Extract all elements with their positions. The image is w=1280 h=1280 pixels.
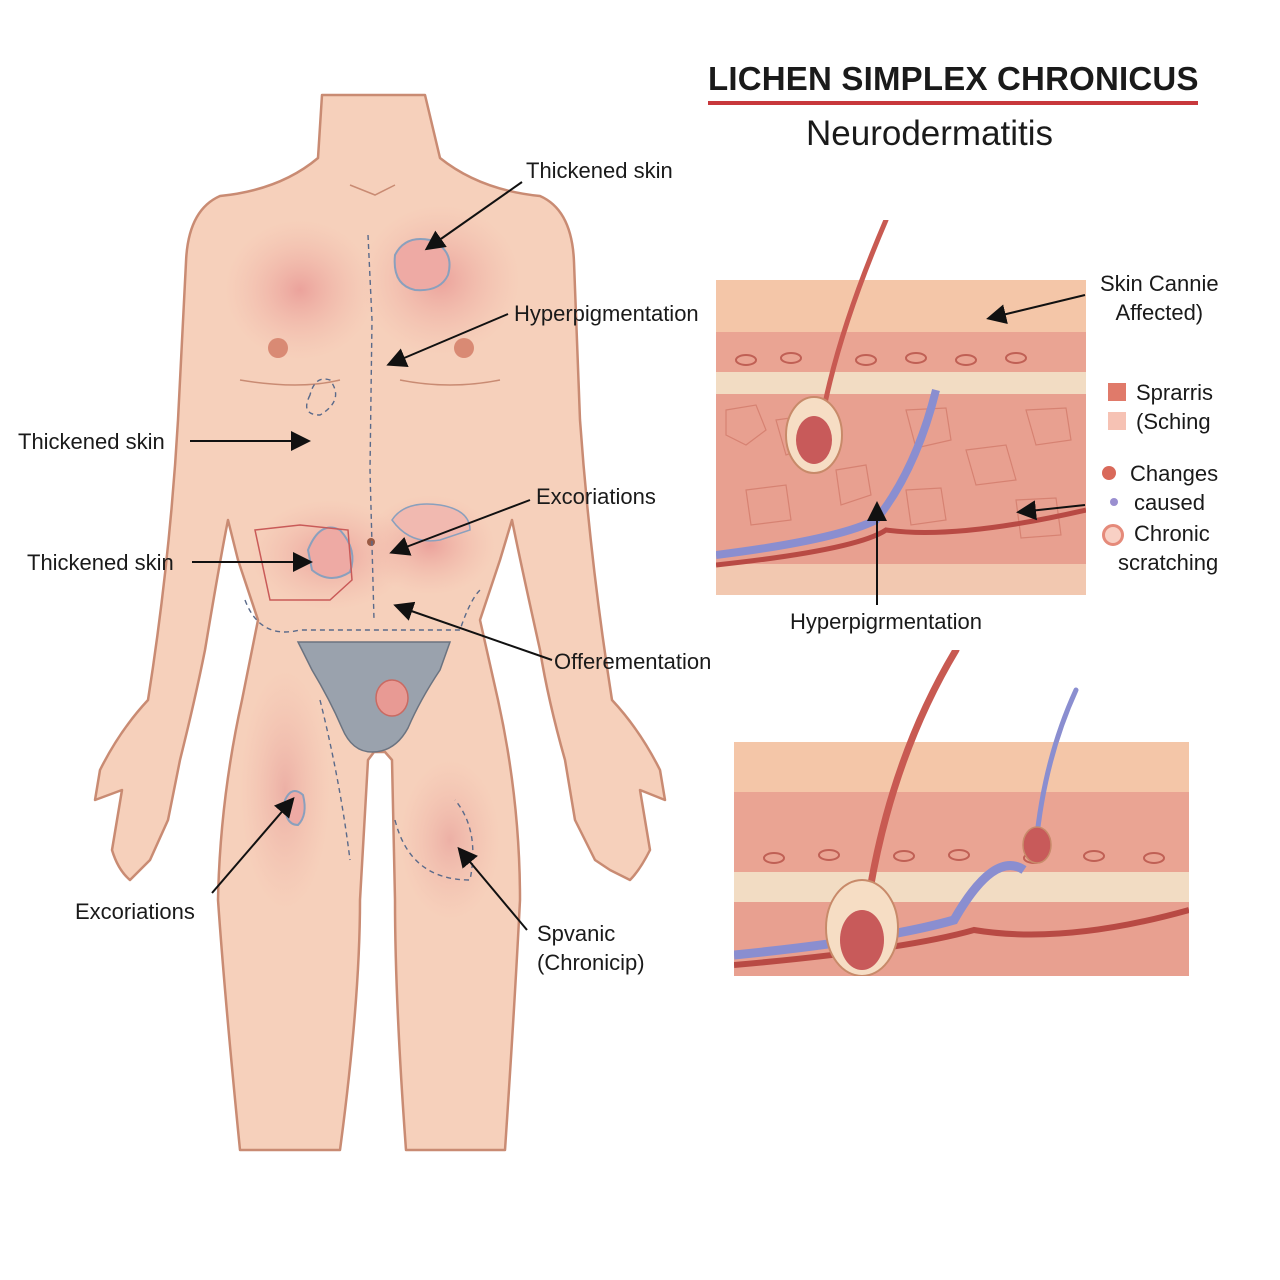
legend-swatch-square-dark xyxy=(1108,383,1126,401)
label-skin-affected: Skin Cannie Affected) xyxy=(1100,270,1219,327)
label-thickened-skin-chest: Thickened skin xyxy=(526,158,673,183)
page-title: LICHEN SIMPLEX CHRONICUS xyxy=(708,60,1199,97)
title-underline xyxy=(708,101,1198,105)
label-spvanic-line2: (Chronicip) xyxy=(537,949,645,975)
legend-item-3: Changes xyxy=(1130,461,1219,486)
legend-swatch-dot xyxy=(1102,466,1116,480)
label-thickened-skin-ribs: Thickened skin xyxy=(18,429,165,454)
epidermis-layer xyxy=(716,280,1086,332)
body-silhouette xyxy=(93,93,667,1152)
blood-vessel-red xyxy=(716,507,1086,568)
legend-item-2: (Sching xyxy=(1136,409,1211,434)
label-spvanic-line1: Spvanic xyxy=(537,921,616,946)
underwear xyxy=(296,641,452,753)
legend-swatch-small-dot xyxy=(1110,498,1118,506)
label-skin-affected-line1: Skin Cannie xyxy=(1100,271,1219,296)
label-excoriations-thigh: Excoriations xyxy=(75,899,195,924)
lesion-abdomen-right xyxy=(391,503,471,542)
skin-cross-section-bottom xyxy=(734,650,1189,976)
label-skin-affected-line2: Affected) xyxy=(1115,299,1204,325)
label-hyperpigmentation-chest: Hyperpigmentation xyxy=(514,301,699,326)
legend-item-4: caused xyxy=(1134,490,1205,515)
skin-cross-section-top xyxy=(716,220,1086,595)
lesion-abdomen-left xyxy=(306,526,354,579)
page-subtitle: Neurodermatitis xyxy=(806,114,1054,153)
label-hyperpigmentation-section: Hyperpigrmentation xyxy=(790,609,982,634)
label-excoriations-abdomen: Excoriations xyxy=(536,484,656,509)
label-thickened-skin-abdomen: Thickened skin xyxy=(27,550,174,575)
lesion-chest xyxy=(393,238,451,292)
legend-item-1: Sprarris xyxy=(1136,380,1214,405)
legend-item-6: scratching xyxy=(1118,550,1219,575)
legend-item-5: Chronic xyxy=(1134,521,1210,546)
legend-swatch-square-light xyxy=(1108,412,1126,430)
legend-swatch-ring xyxy=(1102,524,1124,546)
label-spvanic: Spvanic (Chronicip) xyxy=(537,920,645,977)
label-offerementation: Offerementation xyxy=(554,649,712,674)
